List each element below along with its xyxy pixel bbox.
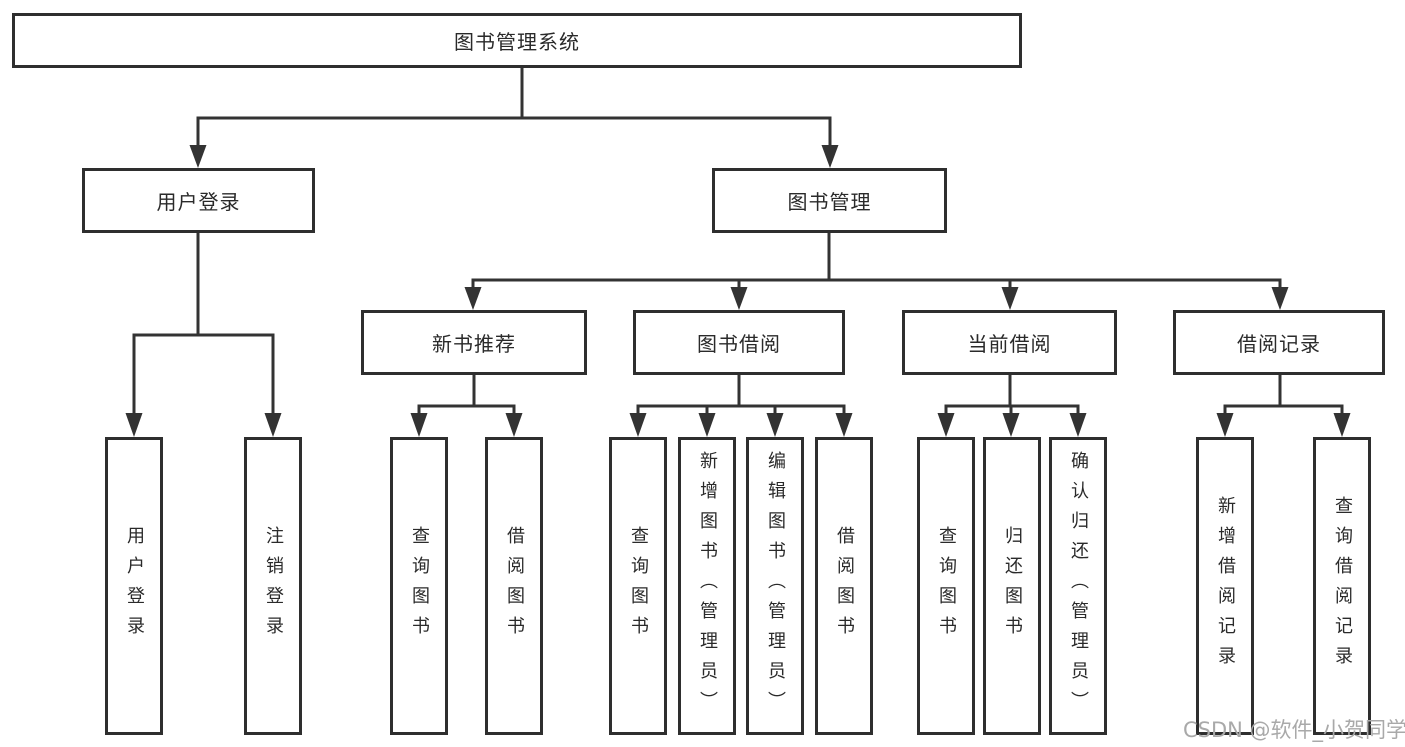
leaf-confirm-return-admin: 确认归还（管理员） [1049, 437, 1107, 735]
node-new-book-recommend-label: 新书推荐 [432, 332, 516, 356]
leaf-query-books-current: 查询图书 [917, 437, 975, 735]
node-new-book-recommend: 新书推荐 [361, 310, 587, 375]
leaf-add-borrow-record: 新增借阅记录 [1196, 437, 1254, 735]
node-user-login: 用户登录 [82, 168, 315, 233]
node-borrow-records: 借阅记录 [1173, 310, 1385, 375]
leaf-borrow-books-recommend: 借阅图书 [485, 437, 543, 735]
node-book-management-label: 图书管理 [787, 190, 872, 214]
leaf-logout: 注销登录 [244, 437, 302, 735]
leaf-add-book-admin-label: 新增图书（管理员） [697, 451, 718, 721]
leaf-user-login: 用户登录 [105, 437, 163, 735]
leaf-borrow-books: 借阅图书 [815, 437, 873, 735]
leaf-query-books-recommend: 查询图书 [390, 437, 448, 735]
leaf-edit-book-admin: 编辑图书（管理员） [746, 437, 804, 735]
node-current-borrowing-label: 当前借阅 [967, 332, 1052, 356]
leaf-query-books-current-label: 查询图书 [936, 526, 957, 646]
csdn-watermark: CSDN @软件_小贺同学 [1183, 718, 1405, 742]
leaf-logout-label: 注销登录 [263, 526, 284, 646]
leaf-query-books-recommend-label: 查询图书 [409, 526, 430, 646]
node-root: 图书管理系统 [12, 13, 1022, 68]
leaf-return-book-label: 归还图书 [1002, 526, 1023, 646]
leaf-confirm-return-admin-label: 确认归还（管理员） [1068, 451, 1089, 721]
node-user-login-label: 用户登录 [156, 190, 241, 214]
leaf-return-book: 归还图书 [983, 437, 1041, 735]
leaf-user-login-label: 用户登录 [124, 526, 145, 646]
node-book-borrowing: 图书借阅 [633, 310, 845, 375]
leaf-borrow-books-recommend-label: 借阅图书 [504, 526, 525, 646]
node-book-management: 图书管理 [712, 168, 947, 233]
node-borrow-records-label: 借阅记录 [1237, 332, 1321, 356]
arrowheads [125, 145, 1351, 437]
leaf-query-books-borrow: 查询图书 [609, 437, 667, 735]
leaf-edit-book-admin-label: 编辑图书（管理员） [765, 451, 786, 721]
node-book-borrowing-label: 图书借阅 [697, 332, 781, 356]
leaf-query-borrow-record: 查询借阅记录 [1313, 437, 1371, 735]
leaf-add-borrow-record-label: 新增借阅记录 [1215, 496, 1236, 676]
node-current-borrowing: 当前借阅 [902, 310, 1117, 375]
node-root-label: 图书管理系统 [454, 30, 580, 54]
leaf-borrow-books-label: 借阅图书 [834, 526, 855, 646]
leaf-add-book-admin: 新增图书（管理员） [678, 437, 736, 735]
leaf-query-books-borrow-label: 查询图书 [628, 526, 649, 646]
leaf-query-borrow-record-label: 查询借阅记录 [1332, 496, 1353, 676]
